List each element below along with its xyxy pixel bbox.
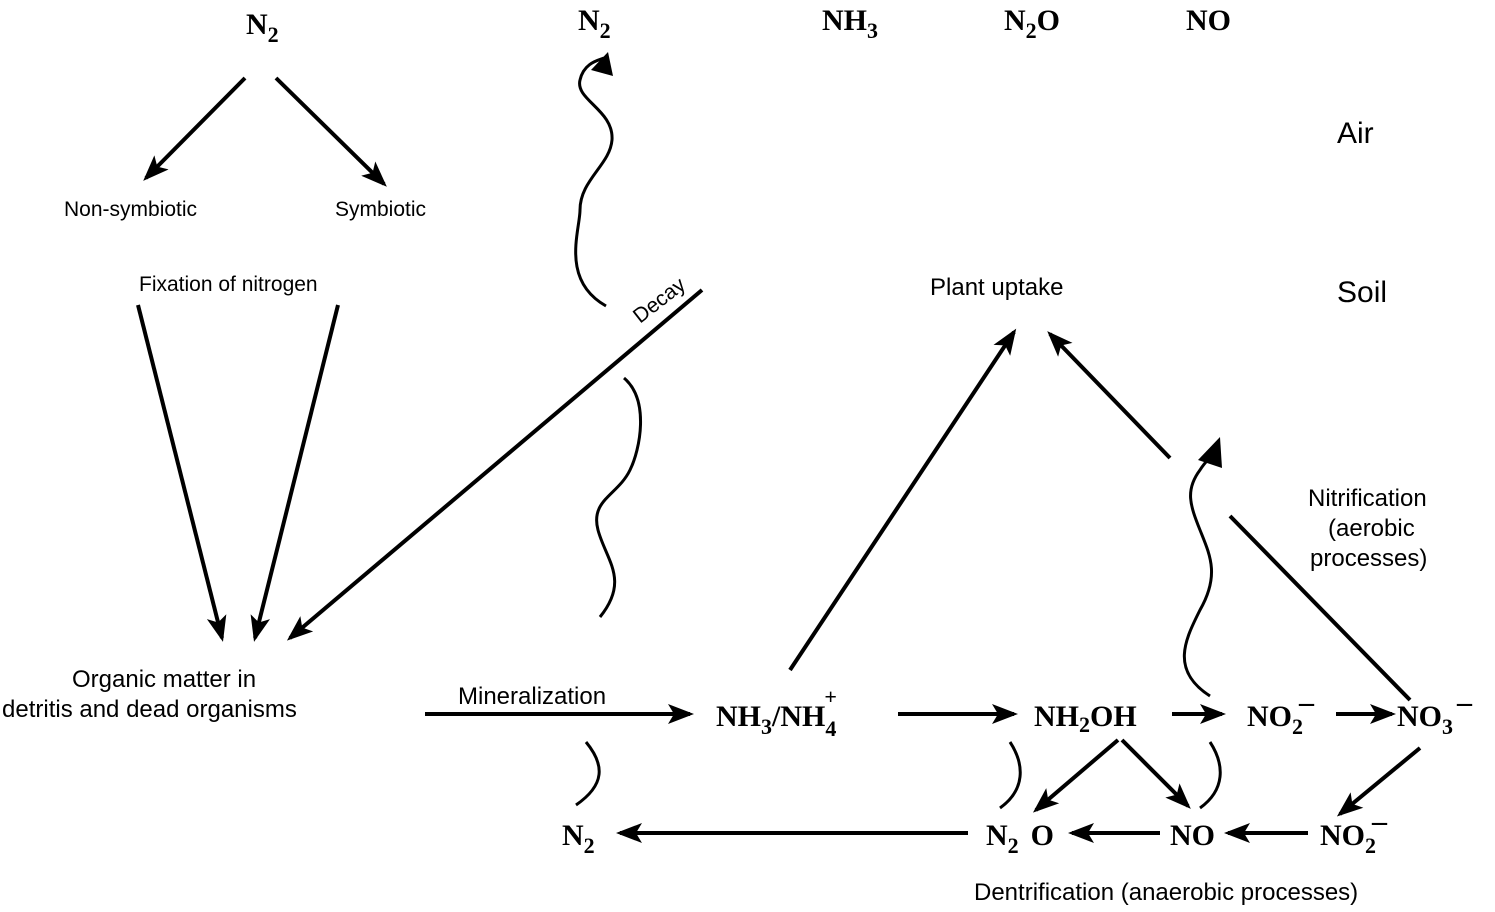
decay-label: Decay: [629, 273, 690, 328]
nitrate-label: NO3–: [1397, 686, 1473, 739]
arrow-hydroxylamine-to-n2o: [1032, 738, 1120, 813]
arrow-fixation-right-to-organic: [250, 304, 340, 642]
n2-bottom-label: N2: [562, 819, 595, 858]
nitrification-line2: (aerobic: [1328, 515, 1415, 542]
denitrification-label: Dentrification (anaerobic processes): [974, 879, 1358, 906]
plant-uptake-label: Plant uptake: [930, 274, 1063, 301]
organic-matter-line2: detritis and dead organisms: [2, 696, 297, 723]
wave-n2o-bottom: [999, 741, 1022, 810]
organic-matter-line1: Organic matter in: [72, 666, 256, 693]
wave-no2-to-air: [1182, 454, 1214, 698]
arrow-hydroxylamine-to-no: [1120, 738, 1191, 809]
air-n2-decay-label: N2: [578, 4, 611, 43]
air-no-label: NO: [1186, 4, 1231, 37]
fixation-title: Fixation of nitrogen: [139, 273, 318, 296]
ammonia-ammonium-label: NH3/NH4+: [716, 684, 837, 741]
arrow-nitrate-to-nitrite-bottom: [1336, 746, 1422, 817]
arrow-n2-to-nonsymbiotic: [143, 76, 247, 181]
arrow-decay-to-organic: [286, 288, 704, 641]
soil-zone-label: Soil: [1337, 276, 1387, 309]
nitrite-bottom-label: NO2–: [1320, 805, 1388, 858]
arrow-fixation-left-to-organic: [136, 304, 227, 642]
air-zone-label: Air: [1337, 117, 1374, 150]
line-nitrate-to-nitrification: [1228, 514, 1412, 702]
wave-decay-arrowhead: [591, 52, 613, 76]
nitrification-line3: processes): [1310, 545, 1427, 572]
arrow-nitrate-to-plant-uptake: [1047, 331, 1172, 460]
wave-no-bottom: [1199, 741, 1222, 810]
symbiotic-label: Symbiotic: [335, 198, 426, 221]
air-nh3-label: NH3: [822, 4, 878, 43]
arrow-ammonium-to-plant-uptake: [788, 328, 1017, 672]
wave-n2-bottom-left: [575, 741, 601, 807]
air-n2-fixation-label: N2: [246, 8, 279, 47]
wave-no2-arrowhead: [1198, 437, 1222, 468]
nitrification-line1: Nitrification: [1308, 485, 1427, 512]
arrow-n2-to-symbiotic: [274, 76, 387, 187]
air-n2o-label: N2O: [1004, 4, 1060, 43]
hydroxylamine-label: NH2OH: [1034, 700, 1137, 737]
no-bottom-label: NO: [1170, 819, 1215, 852]
mineralization-label: Mineralization: [458, 683, 606, 710]
nitrite-top-label: NO2–: [1247, 686, 1315, 739]
non-symbiotic-label: Non-symbiotic: [64, 198, 197, 221]
wave-middle-soil: [595, 376, 643, 618]
wave-decay-to-air: [574, 56, 614, 308]
